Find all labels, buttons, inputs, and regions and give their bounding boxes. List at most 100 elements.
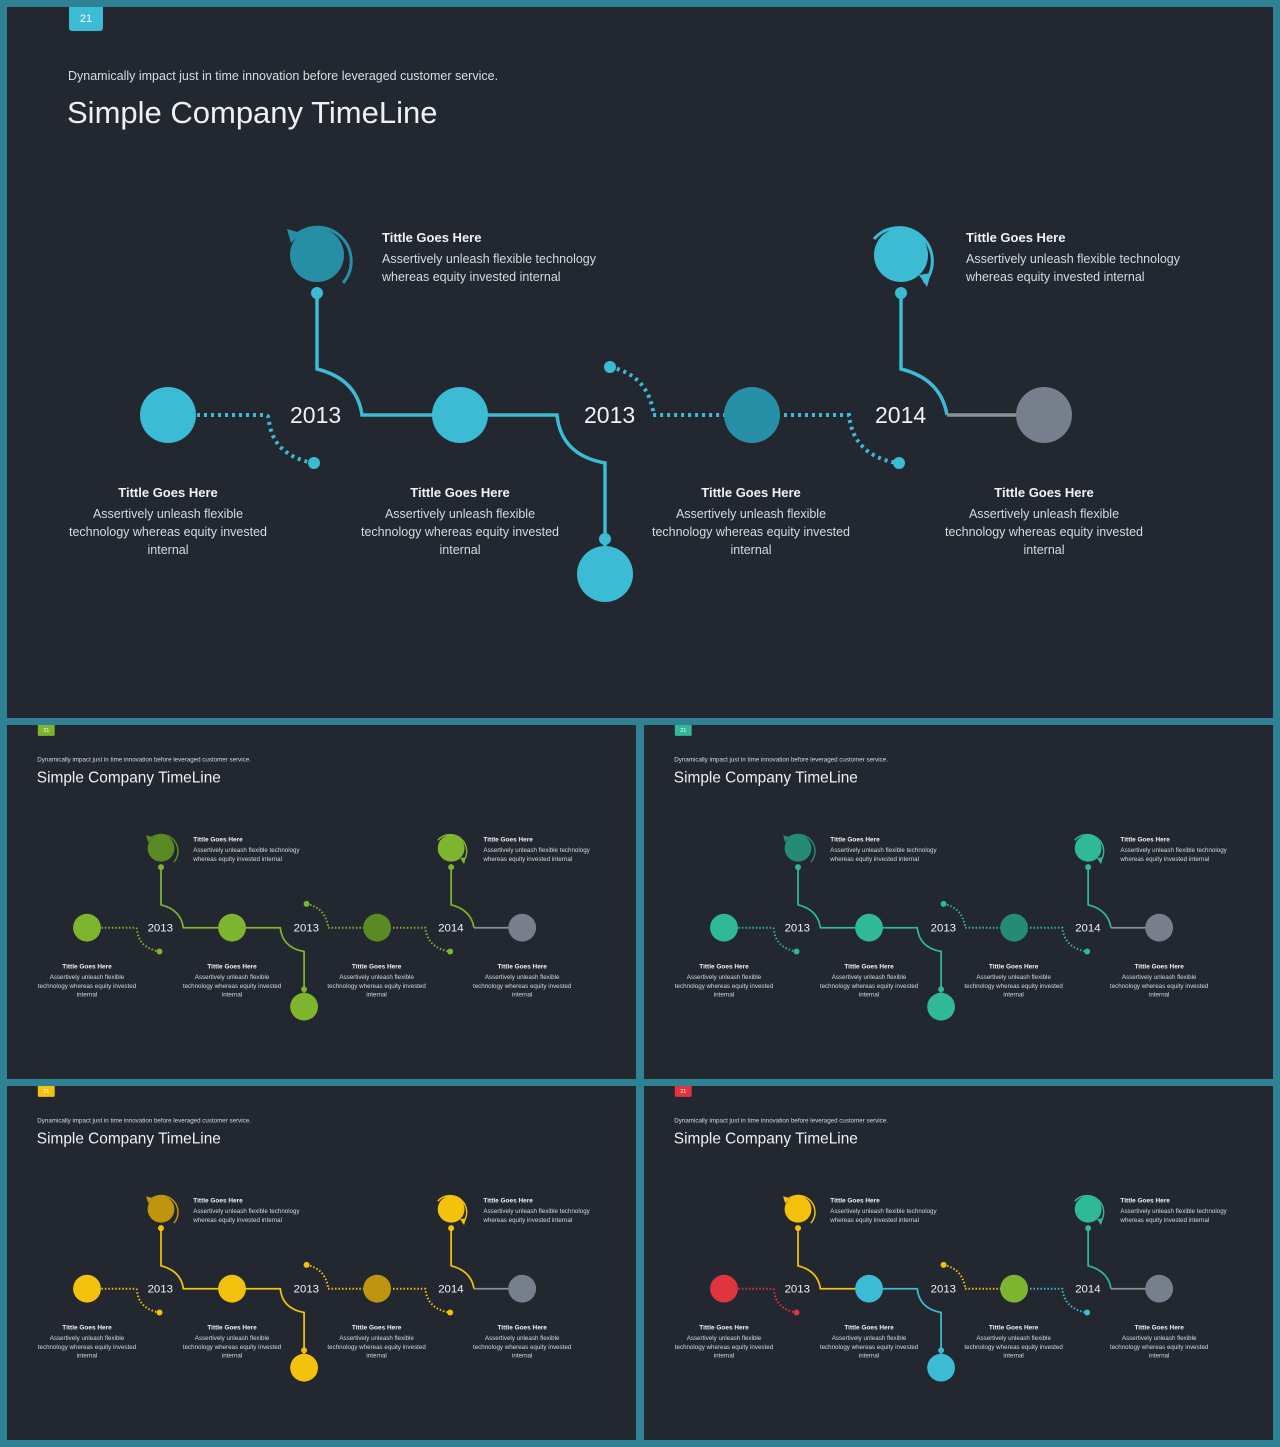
item-text: Assertively unleash flexible technology … (819, 973, 919, 999)
connector-end-dot (156, 1309, 163, 1316)
slide-teal-variant: 21 Dynamically impact just in time innov… (644, 725, 1273, 1079)
item-title: Tittle Goes Here (994, 485, 1094, 500)
slide-yellow-variant: 21 Dynamically impact just in time innov… (7, 1086, 636, 1440)
item-text: Assertively unleash flexible technology … (964, 973, 1063, 999)
page-number-badge: 21 (37, 1086, 55, 1097)
bottom-item-3: Tittle Goes Here Assertively unleash fle… (961, 962, 1065, 999)
refresh-arc-icon (1074, 833, 1105, 863)
top-connector-1 (315, 293, 462, 417)
timeline-diagram: 2013 2013 2014 (710, 1194, 1174, 1382)
year-label-2: 2013 (931, 923, 956, 935)
item-title: Tittle Goes Here (62, 962, 112, 970)
item-title: Tittle Goes Here (699, 962, 749, 970)
dotted-connector-3 (1026, 1287, 1087, 1314)
connector-end-dot (448, 864, 455, 871)
item-title: Tittle Goes Here (844, 1323, 894, 1331)
dotted-connector-1 (197, 413, 314, 465)
item-title: Tittle Goes Here (351, 1323, 402, 1331)
top-item-2: Tittle Goes Here Assertively unleash fle… (1120, 1197, 1239, 1225)
top-connector-2 (1087, 867, 1112, 928)
item-title: Tittle Goes Here (1120, 835, 1170, 844)
refresh-arc-icon (437, 833, 468, 863)
slide-title: Simple Company TimeLine (36, 1129, 221, 1148)
top-item-2: Tittle Goes Here Assertively unleash fle… (483, 1197, 602, 1225)
timeline-node-top-1 (147, 834, 175, 862)
item-title: Tittle Goes Here (483, 835, 533, 844)
item-title: Tittle Goes Here (699, 1323, 749, 1331)
item-text: Assertively unleash flexible technology … (182, 973, 282, 999)
item-text: Assertively unleash flexible technology … (1120, 1207, 1227, 1224)
connector-end-dot (1085, 1225, 1092, 1232)
year-label-1: 2013 (785, 923, 810, 935)
connector-end-dot (795, 864, 801, 871)
timeline-node-bottom (290, 1353, 318, 1382)
slide-title: Simple Company TimeLine (673, 1129, 858, 1148)
item-title: Tittle Goes Here (351, 962, 402, 970)
bottom-item-3: Tittle Goes Here Assertively unleash fle… (324, 1323, 428, 1360)
slide-subtitle: Dynamically impact just in time innovati… (674, 755, 888, 763)
bottom-item-2: Tittle Goes Here Assertively unleash fle… (180, 1323, 284, 1360)
timeline-node-top-2 (437, 834, 465, 862)
timeline-node-1 (710, 913, 738, 942)
bottom-item-2: Tittle Goes Here Assertively unleash fle… (817, 1323, 921, 1360)
item-title: Tittle Goes Here (830, 835, 880, 844)
bottom-item-2: Tittle Goes Here Assertively unleash fle… (355, 485, 565, 559)
top-item-1: Tittle Goes Here Assertively unleash fle… (830, 836, 949, 864)
bottom-item-4: Tittle Goes Here Assertively unleash fle… (470, 1323, 574, 1360)
connector-end-dot (795, 1225, 801, 1232)
item-text: Assertively unleash flexible technology … (1109, 1334, 1209, 1360)
bottom-item-2: Tittle Goes Here Assertively unleash fle… (180, 962, 284, 999)
connector-end-dot (938, 1347, 945, 1354)
slide-canvas: 21 Dynamically impact just in time innov… (7, 1086, 636, 1439)
item-text: Assertively unleash flexible technology … (37, 1334, 137, 1360)
bottom-connector (487, 413, 607, 547)
year-label-3: 2014 (1075, 923, 1101, 935)
bottom-connector (882, 926, 942, 994)
top-item-1: Tittle Goes Here Assertively unleash fle… (382, 230, 622, 286)
connector-end-dot (604, 361, 616, 373)
item-text: Assertively unleash flexible technology … (68, 507, 268, 557)
item-text: Assertively unleash flexible technology … (483, 846, 590, 863)
bottom-item-3: Tittle Goes Here Assertively unleash fle… (646, 485, 856, 559)
timeline-node-top-1 (784, 1195, 812, 1223)
connector-end-dot (1084, 1309, 1091, 1316)
timeline-node-top-1 (784, 834, 812, 862)
slide-subtitle: Dynamically impact just in time innovati… (68, 69, 499, 83)
bottom-item-1: Tittle Goes Here Assertively unleash fle… (35, 962, 139, 999)
bottom-connector (245, 926, 305, 994)
top-connector-1 (160, 1228, 234, 1290)
slide-title: Simple Company TimeLine (67, 95, 438, 130)
dotted-connector-2 (306, 902, 364, 929)
item-title: Tittle Goes Here (988, 1323, 1039, 1331)
dotted-connector-3 (777, 413, 898, 465)
year-label-3: 2014 (875, 402, 926, 428)
slide-subtitle: Dynamically impact just in time innovati… (37, 755, 251, 763)
connector-end-dot (158, 864, 164, 871)
slide-canvas: 21 Dynamically impact just in time innov… (644, 725, 1273, 1078)
slide-green-variant: 21 Dynamically impact just in time innov… (7, 725, 636, 1079)
connector-end-dot (311, 287, 323, 299)
item-text: Assertively unleash flexible technology … (944, 507, 1144, 557)
refresh-arc-icon (785, 1194, 816, 1224)
year-label-3: 2014 (438, 923, 464, 935)
connector-end-dot (1085, 864, 1092, 871)
top-connector-1 (797, 867, 871, 929)
item-title: Tittle Goes Here (193, 1196, 243, 1205)
arrow-head-icon (783, 835, 791, 843)
item-title: Tittle Goes Here (207, 1323, 257, 1331)
timeline-node-3 (724, 387, 780, 443)
page-number-badge: 21 (37, 725, 55, 736)
top-item-2: Tittle Goes Here Assertively unleash fle… (1120, 836, 1239, 864)
bottom-item-1: Tittle Goes Here Assertively unleash fle… (35, 1323, 139, 1360)
item-text: Assertively unleash flexible technology … (193, 1207, 300, 1224)
item-text: Assertively unleash flexible technology … (37, 973, 137, 999)
item-title: Tittle Goes Here (1134, 962, 1184, 970)
page-number-badge: 21 (674, 1086, 692, 1097)
year-label-2: 2013 (584, 402, 635, 428)
timeline-node-top-1 (290, 228, 344, 282)
bottom-connector (245, 1287, 305, 1355)
bottom-item-4: Tittle Goes Here Assertively unleash fle… (939, 485, 1149, 559)
item-text: Assertively unleash flexible technology … (182, 1334, 282, 1360)
item-title: Tittle Goes Here (988, 962, 1039, 970)
item-text: Assertively unleash flexible technology … (1109, 973, 1209, 999)
